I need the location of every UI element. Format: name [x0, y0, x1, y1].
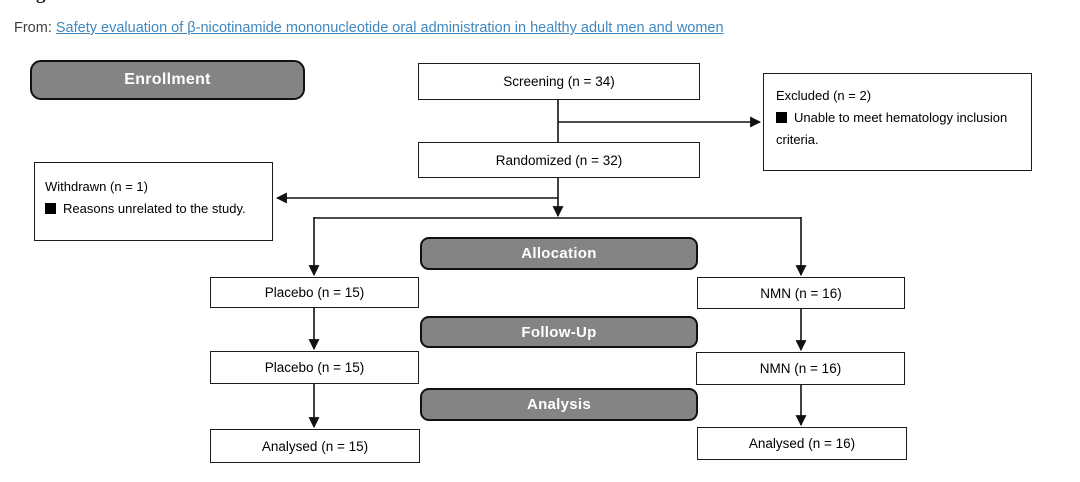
figure-source-line: From: Safety evaluation of β-nicotinamid… — [14, 20, 724, 36]
analysed-nmn-box: Analysed (n = 16) — [697, 427, 907, 460]
enrollment-stage-bar: Enrollment — [30, 60, 305, 100]
article-link[interactable]: Safety evaluation of β-nicotinamide mono… — [55, 20, 724, 36]
nmn-allocation-box: NMN (n = 16) — [697, 277, 905, 309]
nmn-followup-box: NMN (n = 16) — [696, 352, 905, 385]
excluded-reason: Unable to meet hematology inclusion crit… — [776, 110, 1008, 147]
placebo-followup-box: Placebo (n = 15) — [210, 351, 419, 384]
source-prefix: From: — [14, 20, 52, 36]
withdrawn-reason: Reasons unrelated to the study. — [45, 198, 268, 220]
screening-box: Screening (n = 34) — [418, 63, 700, 100]
connector-lines-group — [275, 100, 807, 429]
bullet-square-icon — [776, 112, 787, 123]
excluded-box: Excluded (n = 2) Unable to meet hematolo… — [763, 73, 1032, 171]
followup-stage-bar: Follow-Up — [420, 316, 698, 348]
excluded-title: Excluded (n = 2) — [776, 88, 872, 103]
bullet-square-icon — [45, 203, 56, 214]
allocation-stage-bar: Allocation — [420, 237, 698, 270]
randomized-box: Randomized (n = 32) — [418, 142, 700, 178]
analysed-placebo-box: Analysed (n = 15) — [210, 429, 420, 463]
cropped-caption-fragment: g — [36, 0, 62, 7]
withdrawn-box: Withdrawn (n = 1) Reasons unrelated to t… — [34, 162, 273, 241]
analysis-stage-bar: Analysis — [420, 388, 698, 421]
placebo-allocation-box: Placebo (n = 15) — [210, 277, 419, 308]
withdrawn-title: Withdrawn (n = 1) — [45, 179, 148, 194]
